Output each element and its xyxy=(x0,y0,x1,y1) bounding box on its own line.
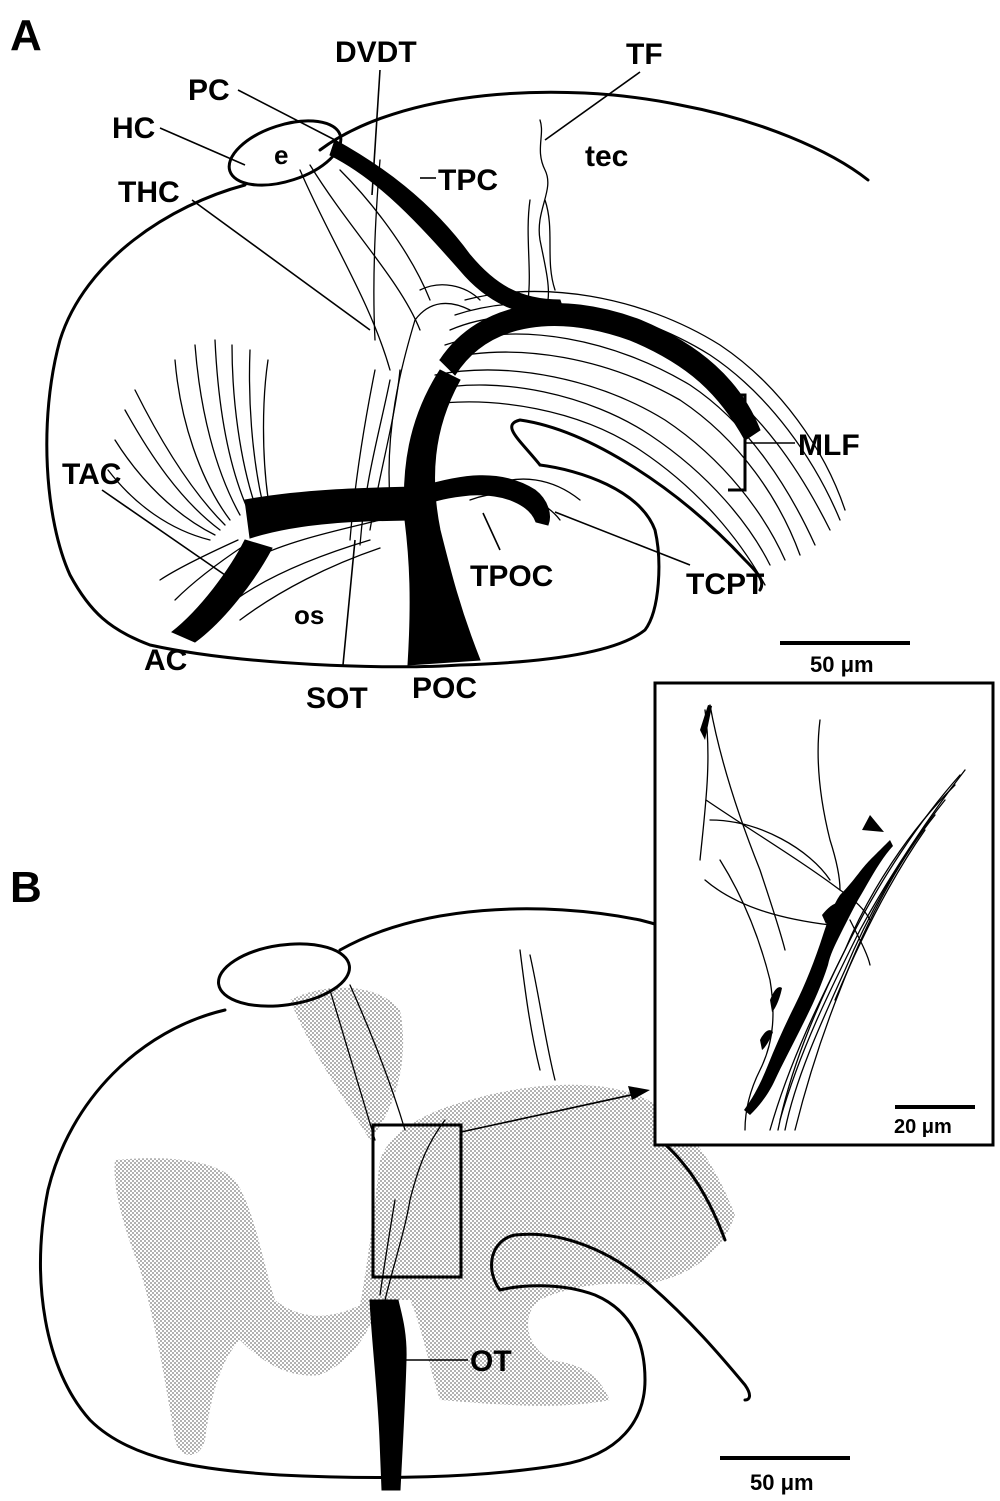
panel-a-scale-label: 50 μm xyxy=(810,652,874,677)
label-os: os xyxy=(294,600,324,630)
label-poc: POC xyxy=(412,672,477,705)
panel-b: B OT xyxy=(10,683,993,1495)
panel-b-scale-label: 50 μm xyxy=(750,1470,814,1495)
label-tpoc: TPOC xyxy=(470,560,553,593)
label-ac: AC xyxy=(144,644,187,677)
label-tpc: TPC xyxy=(438,164,498,197)
label-tf: TF xyxy=(626,38,663,71)
panel-b-letter: B xyxy=(10,863,42,912)
inset-panel: 20 μm xyxy=(655,683,993,1145)
label-pc: PC xyxy=(188,74,230,107)
panel-a: A xyxy=(10,11,910,715)
label-e: e xyxy=(274,140,288,170)
label-hc: HC xyxy=(112,112,155,145)
label-dvdt: DVDT xyxy=(335,36,417,69)
label-sot: SOT xyxy=(306,682,368,715)
label-tec: tec xyxy=(585,140,628,173)
panel-a-letter: A xyxy=(10,11,42,60)
label-ot: OT xyxy=(470,1345,512,1378)
inset-scale-label: 20 μm xyxy=(894,1116,952,1138)
panel-b-shading xyxy=(115,988,735,1455)
label-tcpt: TCPT xyxy=(686,568,764,601)
label-thc: THC xyxy=(118,176,180,209)
label-tac: TAC xyxy=(62,458,121,491)
label-mlf: MLF xyxy=(798,429,860,462)
